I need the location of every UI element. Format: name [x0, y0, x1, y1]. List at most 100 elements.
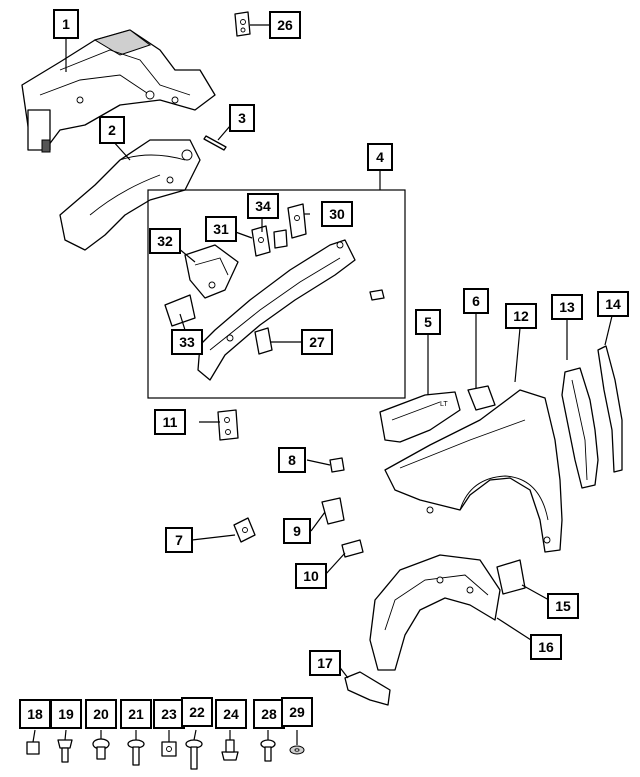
callout-14-label: 14 — [605, 296, 621, 312]
callout-28: 28 — [253, 699, 285, 729]
callout-2-label: 2 — [108, 122, 116, 138]
part-3-pin — [203, 135, 227, 151]
callout-13: 13 — [551, 294, 583, 320]
part-8-clip — [329, 457, 345, 473]
callout-9: 9 — [283, 518, 311, 544]
callout-3: 3 — [229, 104, 255, 132]
fastener-24-retainer — [221, 739, 239, 761]
callout-29-label: 29 — [289, 704, 305, 720]
callout-13-label: 13 — [559, 299, 575, 315]
callout-12: 12 — [505, 303, 537, 329]
callout-15-label: 15 — [555, 598, 571, 614]
callout-22: 22 — [181, 697, 213, 727]
callout-19-label: 19 — [58, 706, 74, 722]
callout-11-label: 11 — [163, 414, 178, 430]
callout-32: 32 — [149, 228, 181, 254]
fastener-19-bolt — [57, 739, 73, 763]
callout-10: 10 — [295, 563, 327, 589]
callout-31-label: 31 — [213, 221, 229, 237]
callout-23: 23 — [153, 699, 185, 729]
callout-16: 16 — [530, 634, 562, 660]
callout-34: 34 — [247, 193, 279, 219]
part-5-fender-bracket: LT — [379, 391, 461, 443]
part-32-bracket — [184, 244, 239, 299]
callout-24: 24 — [215, 699, 247, 729]
callout-32-label: 32 — [157, 233, 173, 249]
callout-20: 20 — [85, 699, 117, 729]
callout-6-label: 6 — [472, 293, 480, 309]
part-26-bracket — [234, 11, 251, 37]
part-4-upper-rail — [197, 239, 385, 381]
callout-21-label: 21 — [128, 706, 144, 722]
callout-16-label: 16 — [538, 639, 554, 655]
part-7-bracket — [233, 517, 256, 543]
part-16-wheel-liner — [369, 554, 501, 671]
callout-26-label: 26 — [277, 17, 293, 33]
callout-14: 14 — [597, 291, 629, 317]
part-27-clip — [254, 327, 273, 355]
callout-33: 33 — [171, 329, 203, 355]
callout-6: 6 — [463, 288, 489, 314]
part-30-bracket — [287, 203, 307, 239]
callout-2: 2 — [99, 116, 125, 144]
callout-18-label: 18 — [27, 706, 43, 722]
part-17-shield — [344, 671, 391, 706]
fastener-28-screw — [260, 739, 276, 762]
callout-24-label: 24 — [223, 706, 239, 722]
callout-33-label: 33 — [179, 334, 195, 350]
part-5-stamp: LT — [440, 401, 448, 408]
callout-27-label: 27 — [309, 334, 325, 350]
callout-21: 21 — [120, 699, 152, 729]
callout-20-label: 20 — [93, 706, 109, 722]
callout-1-label: 1 — [62, 16, 70, 32]
part-11-plate — [217, 409, 239, 441]
callout-7-label: 7 — [175, 532, 183, 548]
part-15-panel — [496, 559, 526, 595]
callout-31: 31 — [205, 216, 237, 242]
callout-7: 7 — [165, 527, 193, 553]
part-10-clip — [341, 539, 364, 558]
callout-29: 29 — [281, 697, 313, 727]
callout-5-label: 5 — [424, 314, 432, 330]
callout-12-label: 12 — [513, 308, 529, 324]
fastener-22-bolt — [185, 739, 203, 770]
callout-17-label: 17 — [317, 655, 333, 671]
fastener-21-bolt — [127, 739, 145, 766]
callout-28-label: 28 — [261, 706, 277, 722]
callout-3-label: 3 — [238, 110, 246, 126]
part-31-bracket — [251, 225, 271, 257]
callout-4-label: 4 — [376, 149, 384, 165]
part-6-bracket — [467, 385, 496, 411]
part-9-bracket — [321, 497, 345, 525]
part-34-bracket — [273, 229, 288, 249]
callout-19: 19 — [50, 699, 82, 729]
callout-18: 18 — [19, 699, 51, 729]
part-13-flare — [561, 367, 599, 489]
callout-26: 26 — [269, 11, 301, 39]
callout-30-label: 30 — [329, 206, 345, 222]
fastener-23-clip-nut — [161, 741, 177, 757]
callout-15: 15 — [547, 593, 579, 619]
part-4-group-frame — [147, 189, 406, 399]
callout-17: 17 — [309, 650, 341, 676]
callout-4: 4 — [367, 143, 393, 171]
part-12-fender — [384, 389, 563, 553]
fastener-18-nut — [26, 741, 40, 755]
callout-9-label: 9 — [293, 523, 301, 539]
callout-1: 1 — [53, 9, 79, 39]
callout-22-label: 22 — [189, 704, 205, 720]
fastener-29-washer — [289, 745, 305, 755]
callout-8-label: 8 — [288, 452, 296, 468]
part-33-bracket — [164, 294, 196, 327]
part-1-frame-rail-assembly — [21, 29, 216, 153]
callout-5: 5 — [415, 309, 441, 335]
callout-10-label: 10 — [303, 568, 319, 584]
callout-11: 11 — [154, 409, 186, 435]
callout-23-label: 23 — [161, 706, 177, 722]
callout-27: 27 — [301, 329, 333, 355]
callout-30: 30 — [321, 201, 353, 227]
callout-34-label: 34 — [255, 198, 271, 214]
part-14-moulding — [597, 345, 623, 473]
fastener-20-push-pin — [92, 738, 110, 760]
